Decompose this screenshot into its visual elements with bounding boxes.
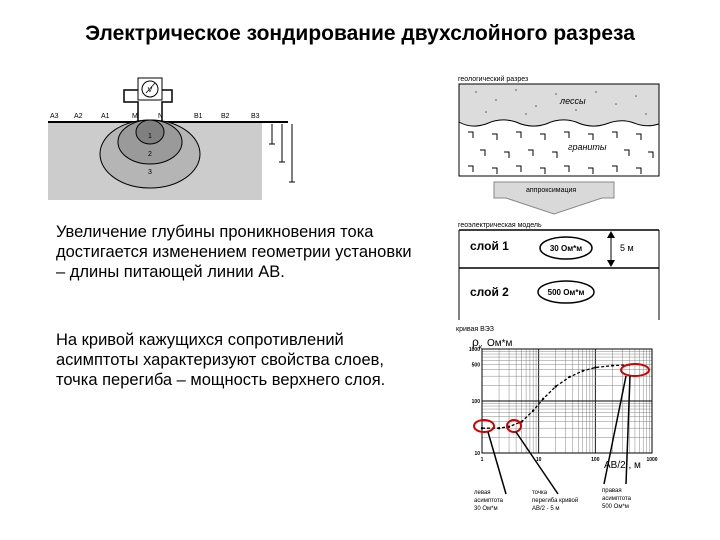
paragraph-asymptotes: На кривой кажущихся сопротивлений асимпт…: [56, 331, 386, 389]
slide-title: Электрическое зондирование двухслойного …: [85, 22, 635, 45]
zone-3-label: 3: [148, 169, 152, 176]
geology-section: геологический разрез лессы граниты: [458, 75, 660, 177]
geology-title: геологический разрез: [458, 75, 528, 83]
loess-layer: [458, 83, 660, 127]
ves-x-tick-label: 10: [536, 457, 542, 463]
annotation-right-line1: правая: [602, 488, 622, 494]
electrode-b2: B2: [221, 113, 230, 120]
annotation-right-line2: асимптота: [602, 496, 632, 502]
zone-1-ellipse: [135, 119, 165, 145]
ves-y-tick-label: 100: [472, 399, 481, 405]
pointer-left-asymptote: [487, 431, 507, 495]
voltmeter-label: V: [148, 87, 153, 94]
layer1-thickness: 5 м: [620, 243, 634, 253]
right-asymptote-marker: [620, 363, 650, 377]
granite-texture: [468, 131, 654, 174]
annotation-left-line2: асимптота: [474, 498, 504, 504]
arrow-shape: [493, 181, 615, 215]
zone-1-label: 1: [148, 133, 152, 140]
layer1-label: слой 1: [470, 239, 509, 253]
ves-title: кривая ВЭЗ: [456, 326, 494, 333]
annotation-left-line3: 30 Ом*м: [474, 506, 498, 512]
layer2-resistivity: 500 Ом*м: [548, 288, 585, 297]
layer1-resistivity-oval: [539, 236, 593, 260]
ves-x-tick-label: 100: [591, 457, 600, 463]
annotation-inflection-line1: точка: [532, 490, 548, 496]
pointer-inflection: [515, 431, 559, 495]
electrode-b1: B1: [194, 113, 203, 120]
ves-x-axis-label: AB/2 , м: [604, 460, 641, 471]
ves-data-point: [594, 366, 597, 369]
annotation-inflection-line3: AB/2 - 5 м: [532, 506, 559, 512]
paragraph-depth: Увеличение глубины проникновения тока до…: [56, 223, 412, 281]
electrode-a2: A2: [74, 113, 83, 120]
electrode-labels: A3 A2 A1 M N B1 B2 B3: [50, 113, 260, 120]
electrode-n: N: [158, 113, 163, 120]
ves-y-tick-label: 10: [474, 451, 480, 457]
loess-texture: [475, 89, 647, 115]
annotation-right: правая асимптота 500 Ом*м: [602, 488, 632, 510]
layer2-resistivity-oval: [537, 280, 595, 304]
approximation-label: аппроксимация: [526, 187, 576, 194]
left-asymptote-marker-2: [506, 419, 522, 433]
annotation-inflection: точка перегиба кривой AB/2 - 5 м: [532, 490, 578, 512]
thickness-arrow-head-bottom: [607, 260, 615, 267]
geoelectric-model: геоэлектрическая модель слой 1 30 Ом*м 5…: [458, 222, 660, 320]
annotation-left-line1: левая: [474, 490, 491, 496]
granite-label: граниты: [568, 142, 607, 152]
ves-x-tick-label: 1: [481, 457, 484, 463]
zone-2-label: 2: [148, 151, 152, 158]
layer2-label: слой 2: [470, 285, 509, 299]
annotation-right-line3: 500 Ом*м: [602, 504, 629, 510]
electrode-schematic: 1 2 3 V A3 A2 A1 M N B1 B2 B3: [48, 77, 295, 200]
left-asymptote-marker-1: [473, 419, 495, 433]
electrode-m: M: [132, 113, 138, 120]
ves-y-tick-label: 1000: [469, 347, 480, 353]
ves-y-subscript: к: [479, 344, 483, 351]
electrode-b3: B3: [251, 113, 260, 120]
pointer-right-asymptote-2: [603, 375, 627, 485]
approximation-arrow: аппроксимация: [493, 181, 615, 215]
layer1-resistivity: 30 Ом*м: [550, 244, 582, 253]
annotation-left: левая асимптота 30 Ом*м: [474, 490, 504, 512]
ves-y-tick-label: 500: [472, 363, 481, 369]
ves-y-unit: Ом*м: [487, 338, 513, 349]
geoelectric-title: геоэлектрическая модель: [458, 222, 542, 229]
loess-label: лессы: [559, 96, 586, 106]
electrode-a1: A1: [101, 113, 110, 120]
thickness-arrow-head-top: [607, 231, 615, 238]
ves-y-symbol: ρ: [472, 335, 479, 349]
electrode-a3: A3: [50, 113, 59, 120]
ves-x-tick-label: 1000: [646, 457, 657, 463]
pointer-right-asymptote: [625, 375, 631, 485]
annotation-inflection-line2: перегиба кривой: [532, 497, 578, 504]
ves-plot-frame: [481, 348, 653, 454]
voltmeter-needle: [145, 82, 156, 94]
